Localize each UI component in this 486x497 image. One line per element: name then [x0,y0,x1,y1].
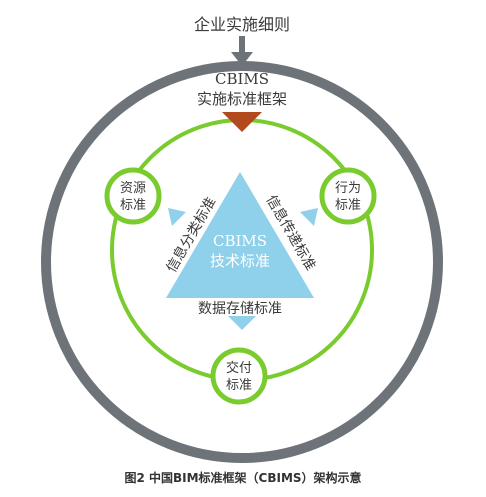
node-delivery-line2: 标准 [226,378,252,393]
node-behavior-line1: 行为 [335,181,361,196]
framework-title: CBIMS [215,70,269,88]
node-behavior-circle [319,167,377,225]
outer-ring [41,61,443,463]
label-storage: 数据存储标准 [198,301,282,317]
arrow-transfer [300,208,318,226]
framework-down-arrow [222,112,262,132]
top-arrow-head [231,52,253,66]
node-resource-line1: 资源 [120,181,146,196]
node-resource-circle [104,167,162,225]
framework-subtitle: 实施标准框架 [197,90,287,108]
node-behavior-line2: 标准 [335,198,361,213]
top-label: 企业实施细则 [194,15,290,34]
arrow-classification [168,208,186,226]
figure-caption: 图2 中国BIM标准框架（CBIMS）架构示意 [124,470,361,485]
node-delivery-circle [210,347,268,405]
center-title: CBIMS [213,232,267,250]
center-subtitle: 技术标准 [210,252,270,270]
arrow-storage [228,316,256,330]
node-resource-line2: 标准 [120,198,146,213]
central-triangle [166,172,314,298]
node-delivery-line1: 交付 [226,360,252,376]
